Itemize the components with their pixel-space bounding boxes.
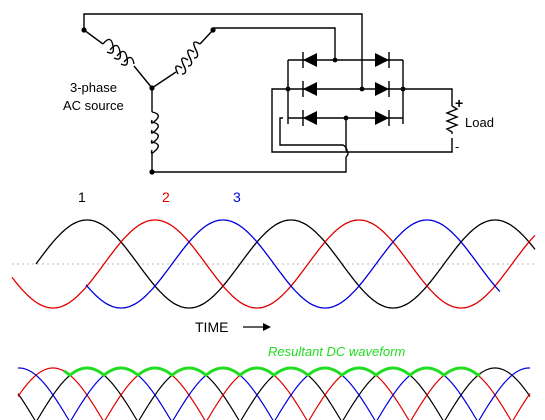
wye-winding-1 [83,29,153,89]
wire-phase1-top [83,13,363,89]
wye-neutral-node [149,85,155,91]
load-resistor [445,105,459,134]
rectified-waveforms: Resultant DC waveform [17,344,531,420]
diode-3b [375,110,390,126]
terminal-phase3 [149,169,155,175]
wire-negative-out [271,88,453,153]
source-label-line1: 3-phase [70,80,117,95]
wire-positive-out [403,88,453,106]
dc-waveform-label: Resultant DC waveform [268,344,405,359]
diode-2a [302,81,317,97]
phase-3-wave [85,219,501,309]
phase-2-wave [11,219,536,309]
load-label: Load [465,115,494,130]
diode-1a [302,52,317,68]
phase-3-label: 3 [233,189,241,205]
phase-1-wave [35,219,536,309]
terminal-phase2 [210,27,216,33]
diode-1b [375,52,390,68]
wire-phase3-bottom [152,157,347,173]
source-label-line2: AC source [63,98,124,113]
diode-3a [302,110,317,126]
phase-waveforms: 1 2 3 TIME [11,189,536,335]
wye-winding-2 [151,29,214,89]
wire-return-inner [279,117,348,152]
wye-winding-3 [150,88,159,172]
phase-2-label: 2 [162,189,170,205]
time-arrow [243,323,271,331]
load-plus-sign: + [455,95,463,111]
resultant-dc-wave [63,366,481,378]
diode-2b [375,81,390,97]
time-label: TIME [195,319,228,335]
load-minus-sign: - [455,139,459,154]
rectifier-bridge [285,52,406,158]
terminal-phase1 [81,27,87,33]
phase-1-label: 1 [78,189,86,205]
circuit-schematic: 3-phase AC source [63,13,494,175]
